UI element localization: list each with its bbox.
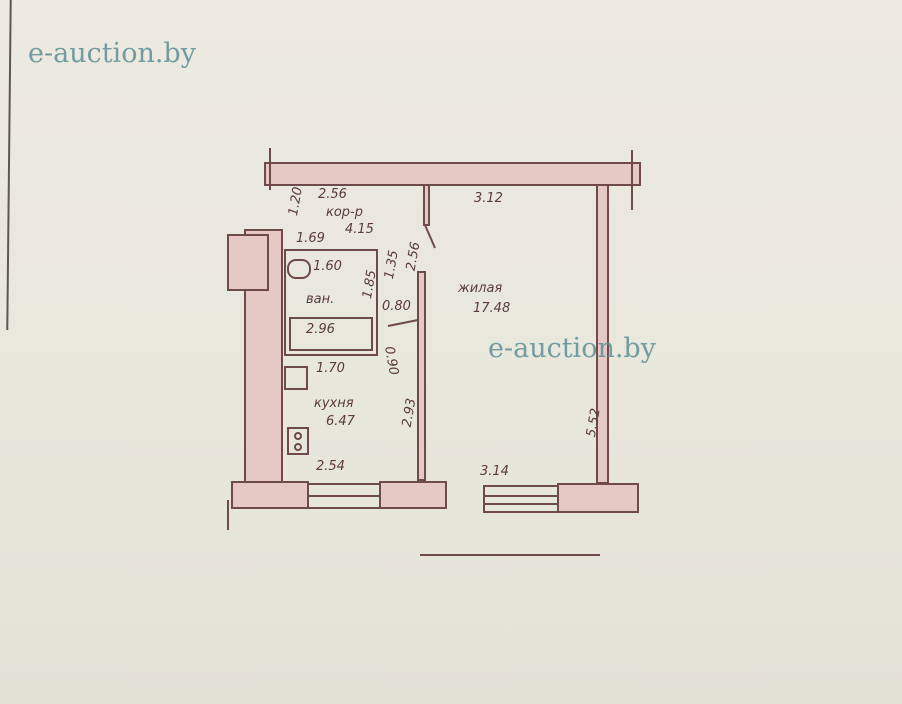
bottom-wall-right	[557, 483, 639, 513]
living-area: 17.48	[473, 301, 510, 316]
corridor-depth-b: 1.69	[296, 231, 325, 246]
top-wall	[264, 162, 641, 186]
bath-area: 2.96	[306, 322, 335, 337]
watermark-center: e-auction.by	[488, 333, 656, 364]
kitchen-area: 6.47	[326, 414, 356, 429]
bottom-wall-left	[231, 481, 309, 509]
corridor-area: 4.15	[345, 222, 374, 237]
watermark-top-left: e-auction.by	[28, 38, 196, 69]
corridor-depth-a: 1.20	[286, 186, 306, 217]
bath-width: 1.60	[313, 259, 342, 274]
door-swing	[424, 224, 436, 249]
bath-name: ван.	[306, 292, 334, 307]
kitchen-width-top: 1.70	[316, 361, 345, 376]
living-width-bottom: 3.14	[480, 464, 509, 479]
walls	[227, 162, 641, 513]
partition-wall-top	[423, 184, 430, 226]
toilet	[287, 259, 311, 279]
bath-door: 0.80	[382, 299, 411, 314]
corridor-name: кор-р	[326, 205, 363, 220]
stove	[287, 427, 309, 455]
left-notch	[227, 234, 269, 291]
living-length: 5.52	[584, 407, 604, 438]
kitchen-width-bottom: 2.54	[316, 459, 345, 474]
bathroom-outline	[284, 249, 378, 356]
living-name: жилая	[457, 281, 502, 296]
bath-side: 1.35	[382, 249, 402, 280]
partition-wall	[417, 271, 426, 481]
window-living	[483, 485, 559, 513]
bottom-wall-mid	[379, 481, 447, 509]
kitchen-name: кухня	[314, 396, 354, 411]
corridor-width: 2.56	[318, 187, 347, 202]
kitchen-length: 2.93	[400, 397, 420, 428]
living-width-top: 3.12	[474, 191, 503, 206]
sink	[284, 366, 308, 390]
bathtub	[289, 317, 373, 351]
kitchen-door: 0.90	[381, 345, 401, 376]
bath-depth: 1.85	[360, 269, 380, 300]
corridor-length: 2.56	[404, 241, 424, 272]
